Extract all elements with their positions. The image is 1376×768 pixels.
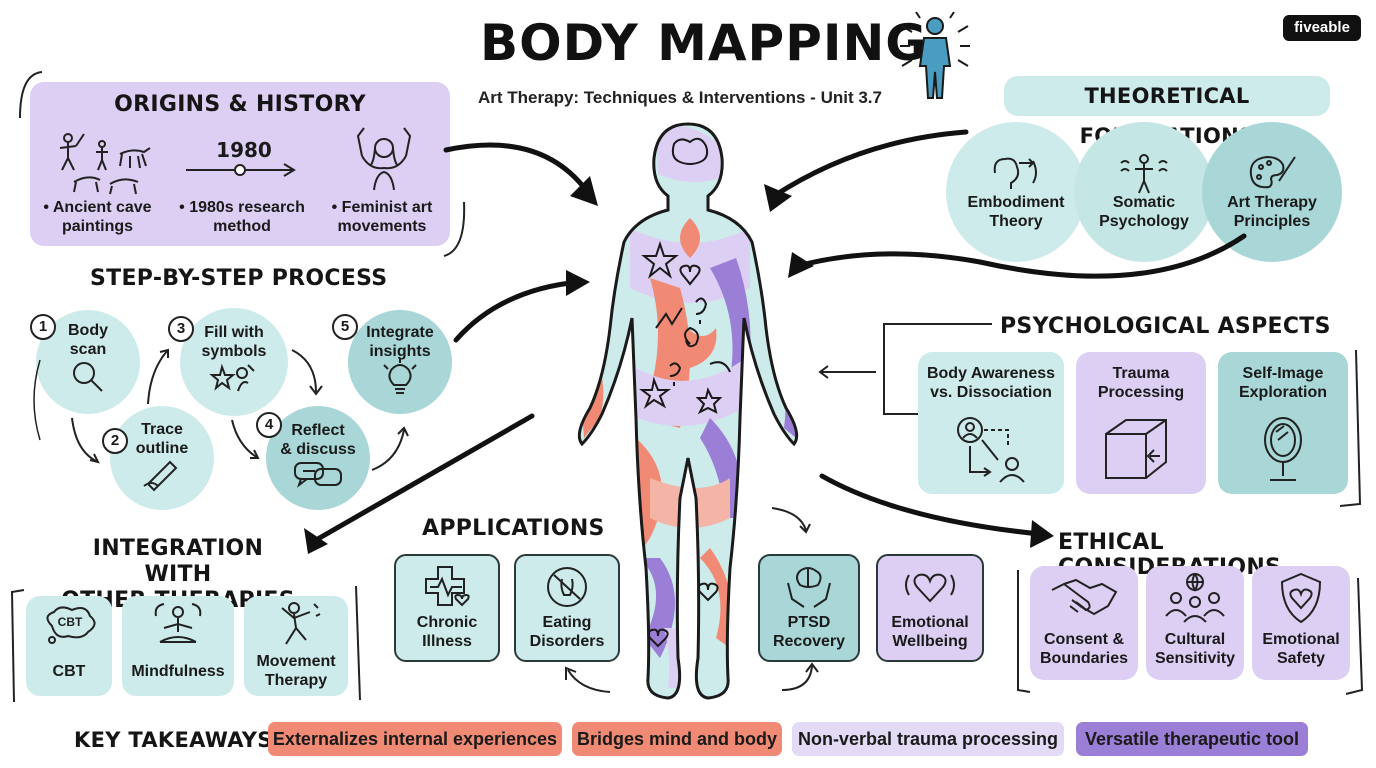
takeaway-nonverbal: Non-verbal trauma processing bbox=[792, 722, 1064, 756]
takeaway-bridges: Bridges mind and body bbox=[572, 722, 782, 756]
brain-head-icon bbox=[993, 157, 1037, 189]
step-reflect-discuss: Reflect & discuss bbox=[266, 406, 370, 510]
theory-embodiment: Embodiment Theory bbox=[946, 122, 1086, 262]
theory-somatic: Somatic Psychology bbox=[1074, 122, 1214, 262]
integration-mindfulness-label: Mindfulness bbox=[131, 663, 225, 680]
psych-body-awareness-label: Body Awareness vs. Dissociation bbox=[926, 365, 1056, 401]
step-2-label: Trace outline bbox=[135, 421, 189, 457]
dissociation-persons-icon bbox=[957, 417, 1025, 483]
meditation-icon bbox=[154, 603, 202, 643]
step-1-number: 1 bbox=[30, 314, 56, 340]
timeline-arrow bbox=[186, 163, 296, 177]
ethics-consent-label: Consent & Boundaries bbox=[1039, 631, 1128, 667]
theory-art-label: Art Therapy Principles bbox=[1227, 194, 1317, 230]
ethics-cultural-label: Cultural Sensitivity bbox=[1154, 631, 1236, 667]
ethics-safety-label: Emotional Safety bbox=[1262, 631, 1340, 667]
feminist-raised-arms-icon bbox=[356, 127, 412, 191]
ethics-consent: Consent & Boundaries bbox=[1030, 566, 1138, 680]
thought-bubble-icon: CBT bbox=[46, 606, 96, 644]
timeline-year: 1980 bbox=[216, 138, 272, 162]
psych-self-image: Self-Image Exploration bbox=[1218, 352, 1348, 494]
step-5-number: 5 bbox=[332, 314, 358, 340]
app-chronic-illness: Chronic Illness bbox=[394, 554, 500, 662]
psych-trauma: Trauma Processing bbox=[1076, 352, 1206, 494]
step-4-label: Reflect & discuss bbox=[280, 422, 356, 458]
integration-movement: Movement Therapy bbox=[244, 596, 348, 696]
somatic-figure-icon bbox=[1120, 154, 1168, 194]
step-fill-symbols: Fill with symbols bbox=[180, 308, 288, 416]
shield-heart-icon bbox=[1280, 572, 1322, 624]
app-emotional-wellbeing: Emotional Wellbeing bbox=[876, 554, 984, 662]
step-integrate-insights: Integrate insights bbox=[348, 310, 452, 414]
brain-hands-icon bbox=[787, 567, 831, 608]
box-cube-icon bbox=[1105, 419, 1167, 479]
dancing-figure-icon bbox=[281, 602, 321, 645]
step-5-label: Integrate insights bbox=[366, 324, 434, 360]
no-food-icon bbox=[547, 567, 587, 607]
origins-item-research: • 1980s research method bbox=[179, 199, 305, 235]
app-eating-disorders: Eating Disorders bbox=[514, 554, 620, 662]
psych-body-awareness: Body Awareness vs. Dissociation bbox=[918, 352, 1064, 494]
ethics-safety: Emotional Safety bbox=[1252, 566, 1350, 680]
page-title: BODY MAPPING bbox=[480, 14, 928, 72]
psych-trauma-label: Trauma Processing bbox=[1097, 365, 1185, 401]
app-chronic-label: Chronic Illness bbox=[416, 614, 478, 650]
origins-item-feminist: • Feminist art movements bbox=[331, 199, 433, 235]
takeaway-versatile: Versatile therapeutic tool bbox=[1076, 722, 1308, 756]
glowing-person-icon bbox=[900, 11, 970, 99]
app-eating-label: Eating Disorders bbox=[529, 614, 605, 650]
process-heading: STEP-BY-STEP PROCESS bbox=[90, 266, 388, 291]
ethics-cultural: Cultural Sensitivity bbox=[1146, 566, 1244, 680]
magnifier-icon bbox=[73, 362, 103, 392]
origins-heading: ORIGINS & HISTORY bbox=[114, 92, 366, 117]
step-2-number: 2 bbox=[102, 428, 128, 454]
thought-bubble-text: CBT bbox=[58, 615, 83, 629]
integration-mindfulness: Mindfulness bbox=[122, 596, 234, 696]
mirror-icon bbox=[1264, 417, 1302, 481]
radiating-heart-icon bbox=[905, 573, 955, 603]
takeaways-heading: KEY TAKEAWAYS: bbox=[74, 728, 282, 752]
globe-people-icon bbox=[1165, 573, 1225, 623]
step-4-number: 4 bbox=[256, 412, 282, 438]
takeaway-externalizes: Externalizes internal experiences bbox=[268, 722, 562, 756]
origins-panel: ORIGINS & HISTORY 1980 • Ancient cave pa… bbox=[30, 82, 450, 246]
app-ptsd-recovery: PTSD Recovery bbox=[758, 554, 860, 662]
psych-self-image-label: Self-Image Exploration bbox=[1238, 365, 1327, 401]
theory-embodiment-label: Embodiment Theory bbox=[967, 194, 1065, 230]
handshake-icon bbox=[1051, 578, 1118, 616]
psych-heading: PSYCHOLOGICAL ASPECTS bbox=[1000, 314, 1331, 339]
lightbulb-icon bbox=[383, 359, 417, 394]
applications-heading: APPLICATIONS bbox=[422, 516, 605, 541]
origins-item-cave: • Ancient cave paintings bbox=[43, 199, 152, 235]
corner-bracket bbox=[443, 201, 466, 257]
theory-art-principles: Art Therapy Principles bbox=[1202, 122, 1342, 262]
brand-logo: fiveable bbox=[1283, 15, 1361, 41]
medical-cross-heart-icon bbox=[425, 566, 470, 607]
step-trace-outline: Trace outline bbox=[110, 406, 214, 510]
chat-bubbles-icon bbox=[294, 462, 342, 488]
theory-somatic-label: Somatic Psychology bbox=[1099, 194, 1189, 230]
integration-cbt: CBT CBT bbox=[26, 596, 112, 696]
palette-brush-icon bbox=[1249, 155, 1296, 189]
page-subtitle: Art Therapy: Techniques & Interventions … bbox=[478, 88, 882, 107]
app-emotional-label: Emotional Wellbeing bbox=[891, 614, 969, 650]
step-3-number: 3 bbox=[168, 316, 194, 342]
cave-painting-icon bbox=[59, 133, 151, 195]
corner-bracket bbox=[19, 71, 43, 119]
pencil-icon bbox=[143, 460, 178, 492]
symbols-star-icon bbox=[209, 363, 255, 392]
integration-cbt-label: CBT bbox=[52, 663, 86, 680]
app-ptsd-label: PTSD Recovery bbox=[772, 614, 846, 650]
step-3-label: Fill with symbols bbox=[201, 324, 267, 360]
integration-movement-label: Movement Therapy bbox=[256, 653, 336, 689]
step-1-label: Body scan bbox=[68, 322, 108, 358]
